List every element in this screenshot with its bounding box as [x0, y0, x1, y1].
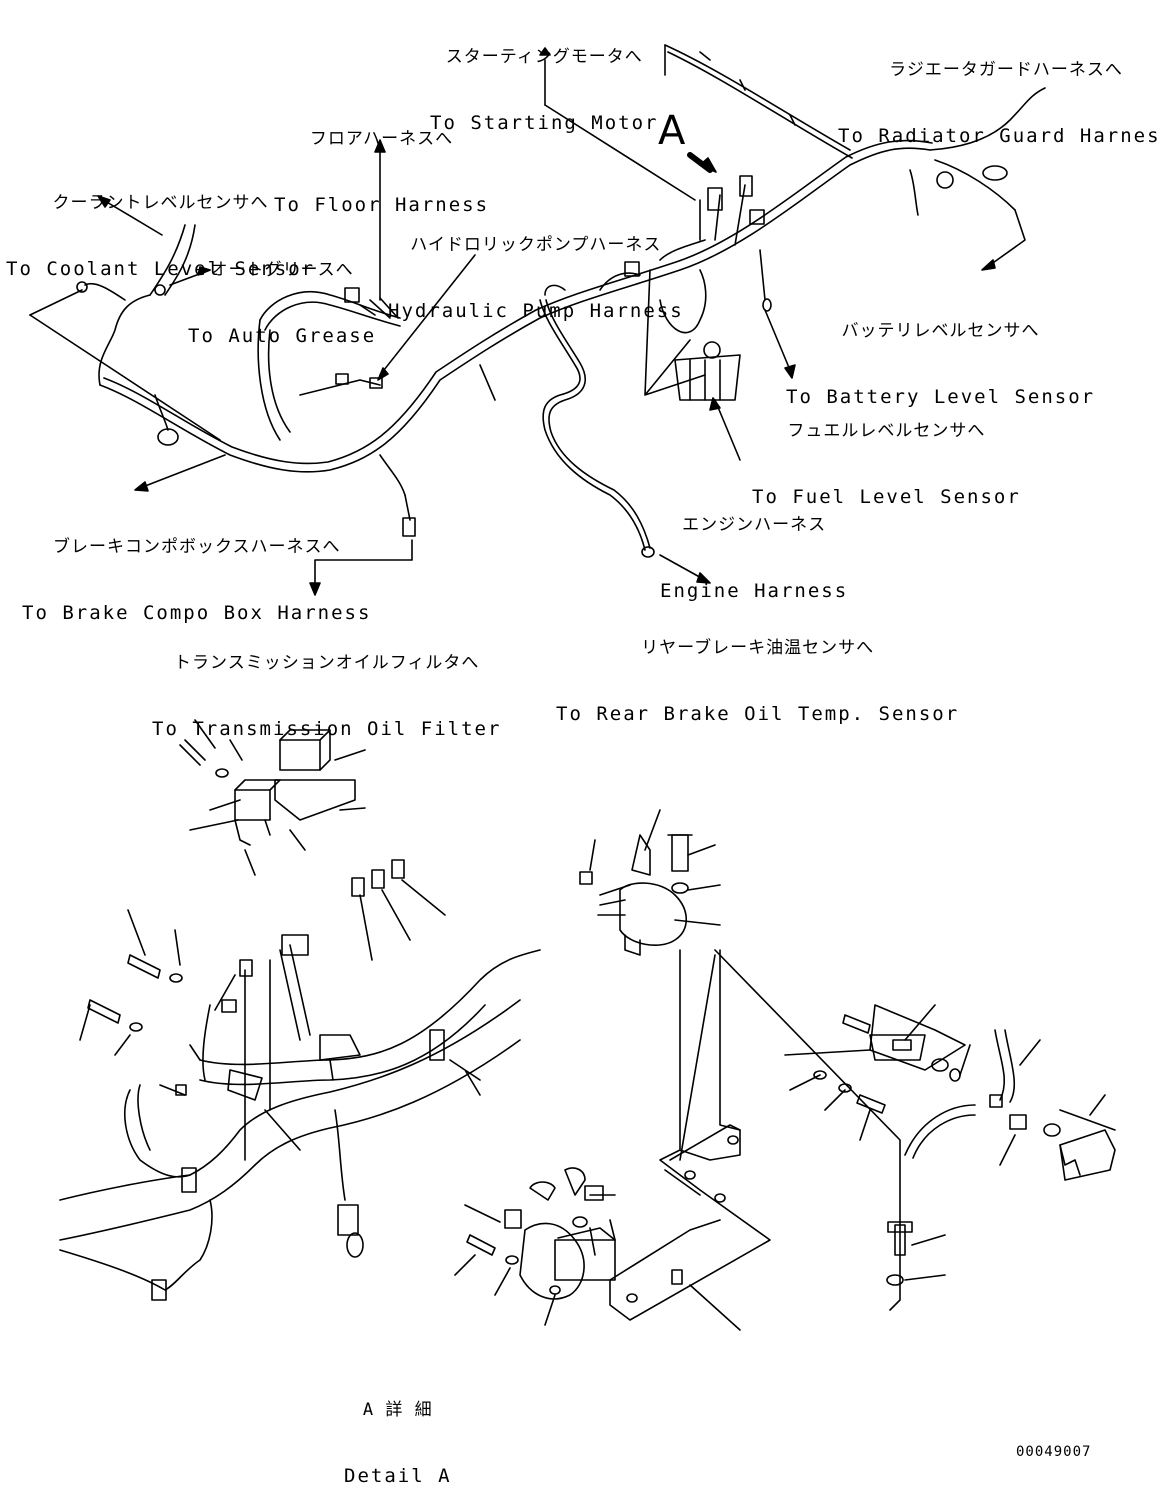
label-en: To Brake Compo Box Harness	[22, 602, 372, 624]
label-jp: フュエルレベルセンサへ	[787, 421, 986, 441]
leader-lines	[29, 47, 1026, 596]
label-en: To Transmission Oil Filter	[152, 718, 502, 740]
detail-a-drawing	[59, 719, 1116, 1331]
main-harness-overview	[76, 44, 1046, 558]
label-en: To Battery Level Sensor	[786, 386, 1096, 408]
label-en: To Auto Grease	[188, 325, 377, 347]
label-coolant-level-sensor: クーラントレベルセンサへ To Coolant Level Sensor	[6, 148, 315, 324]
label-en: To Rear Brake Oil Temp. Sensor	[556, 703, 960, 725]
label-jp: クーラントレベルセンサへ	[52, 193, 269, 213]
bracket-right-group	[1059, 1109, 1116, 1131]
label-radiator-guard-harness: ラジエータガードハーネスへ To Radiator Guard Harness	[838, 15, 1157, 191]
label-hydraulic-pump-harness: ハイドロリックポンプハーネス Hydraulic Pump Harness	[388, 190, 684, 366]
label-auto-grease: オートグリースへ To Auto Grease	[188, 215, 376, 391]
label-en: Engine Harness	[660, 580, 849, 602]
label-jp: ハイドロリックポンプハーネス	[410, 235, 662, 255]
label-detail-a: A 詳 細 Detail A	[344, 1355, 452, 1491]
label-en: Hydraulic Pump Harness	[388, 300, 684, 322]
label-jp: エンジンハーネス	[682, 515, 827, 535]
label-jp: ラジエータガードハーネスへ	[889, 60, 1123, 80]
label-transmission-oil-filter: トランスミッションオイルフィルタへ To Transmission Oil Fi…	[152, 608, 501, 784]
label-en: To Coolant Level Sensor	[6, 258, 316, 280]
label-jp: トランスミッションオイルフィルタへ	[174, 653, 480, 673]
label-rear-brake-oil-temp-sensor: リヤーブレーキ油温センサへ To Rear Brake Oil Temp. Se…	[556, 593, 959, 769]
label-jp: オートグリースへ	[210, 260, 354, 280]
label-jp: スターティングモータへ	[445, 47, 643, 67]
label-en: To Starting Motor	[430, 112, 659, 134]
label-en: To Fuel Level Sensor	[752, 486, 1021, 508]
document-number: 00049007	[1016, 1444, 1092, 1460]
label-jp: リヤーブレーキ油温センサへ	[641, 638, 875, 658]
label-starting-motor: スターティングモータへ To Starting Motor	[430, 2, 658, 178]
label-jp: フロアハーネスへ	[309, 129, 454, 149]
label-fuel-level-sensor: フュエルレベルセンサへ To Fuel Level Sensor	[752, 376, 1021, 552]
label-battery-level-sensor: バッテリレベルセンサへ To Battery Level Sensor	[786, 276, 1095, 452]
label-jp: バッテリレベルセンサへ	[841, 321, 1040, 341]
label-en: To Floor Harness	[274, 194, 490, 216]
label-en: Detail A	[344, 1465, 452, 1487]
label-en: To Radiator Guard Harness	[838, 125, 1157, 147]
label-brake-compo-box-harness: ブレーキコンポボックスハーネスへ To Brake Compo Box Harn…	[22, 492, 371, 668]
label-jp: A 詳 細	[362, 1400, 433, 1420]
label-floor-harness: フロアハーネスへ To Floor Harness	[274, 84, 489, 260]
label-jp: ブレーキコンポボックスハーネスへ	[52, 537, 341, 557]
view-marker-a: A	[658, 108, 686, 154]
label-engine-harness: エンジンハーネス Engine Harness	[660, 470, 848, 646]
